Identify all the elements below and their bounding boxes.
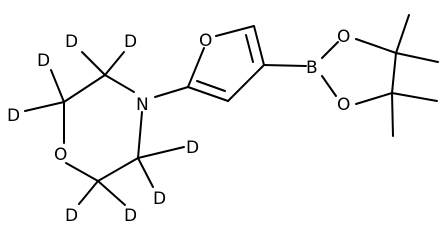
bond-c2-d-left (81, 51, 106, 76)
atom-label-dioxaborolane-o-bottom: O (337, 95, 350, 115)
chemical-structure: N O O B O O D D D D D D D D (7, 14, 439, 226)
bond-methyl-top-up (395, 14, 410, 54)
bond-c6-n (137, 111, 143, 159)
bond-o-bottom-c (355, 92, 393, 105)
bond-methyl-bottom-right (391, 92, 438, 102)
atom-label-n: N (136, 95, 149, 115)
bond-furan-c2-o (187, 47, 205, 88)
bond-furan-c5-c4-inner (245, 34, 254, 63)
bond-n-furan (154, 86, 189, 98)
bond-furan-c3-c2 (187, 86, 229, 102)
bond-methyl-top-right (395, 52, 439, 63)
atom-label-d-c2-right: D (124, 32, 137, 52)
atom-label-d-c2-left: D (65, 32, 78, 52)
bond-n-c2 (104, 74, 135, 93)
bond-c4-b (263, 64, 307, 67)
atom-label-d-c5-right: D (124, 206, 137, 226)
atom-label-d-c6-right: D (186, 138, 199, 158)
atom-label-d-c3-left: D (7, 106, 20, 126)
bond-b-o-bottom (321, 75, 337, 97)
atom-label-morpholine-o: O (54, 145, 67, 165)
atom-label-dioxaborolane-o-top: O (337, 27, 350, 47)
bond-furan-c5-c4 (253, 25, 265, 66)
bond-c3-d-left (24, 101, 65, 112)
bond-furan-c4-c3 (227, 64, 265, 102)
bond-furan-c3-c2-inner (196, 80, 226, 92)
atom-label-d-c6-lower: D (153, 189, 166, 209)
bond-c6-d-right (137, 146, 185, 159)
atom-label-b: B (306, 58, 318, 78)
bond-methyl-bottom-down (391, 92, 394, 137)
bond-c3-d-upper (50, 69, 65, 103)
bond-c-c-ring (391, 52, 397, 94)
bond-c2-c3 (63, 74, 106, 103)
bond-c5-c6 (97, 157, 139, 182)
bond-c5-d-right (97, 180, 126, 206)
bond-c2-d-right (104, 51, 125, 76)
atom-label-furan-o: O (199, 31, 212, 51)
atom-label-d-c5-left: D (65, 206, 78, 226)
bond-c5-d-left (78, 180, 99, 205)
structure-canvas: N O O B O O D D D D D D D D (7, 14, 439, 226)
bond-o-top-c (355, 38, 397, 54)
bond-furan-o-c5 (215, 25, 255, 37)
bond-c6-d-lower (137, 157, 154, 188)
atom-label-d-c3-upper: D (37, 51, 50, 71)
bond-o-c5 (65, 162, 99, 182)
bond-b-o-top (321, 41, 339, 59)
